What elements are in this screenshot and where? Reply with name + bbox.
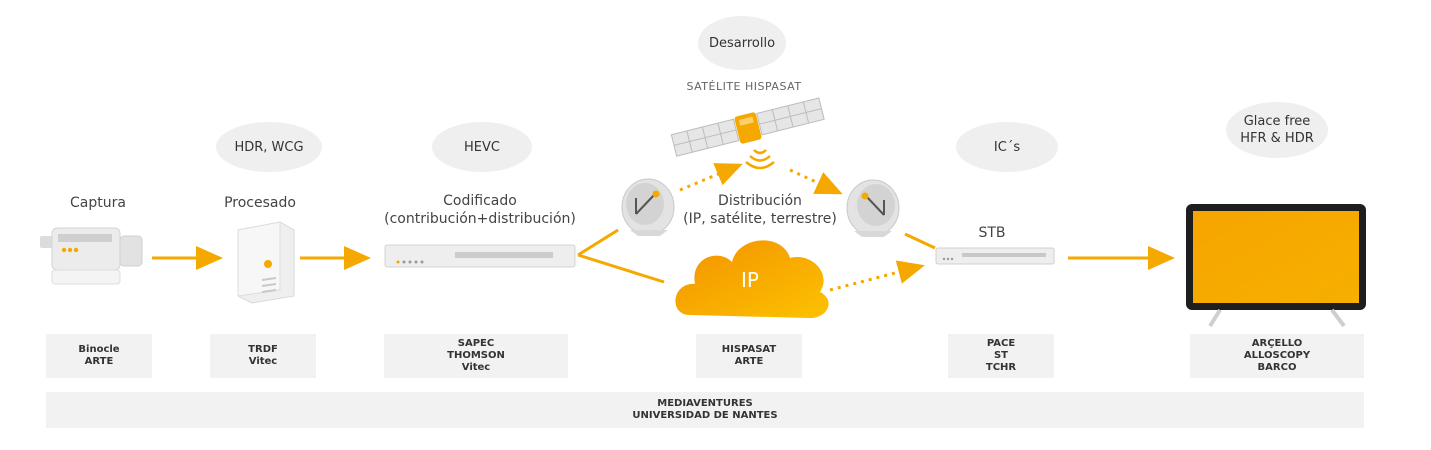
partner-box-procesado: TRDF Vitec bbox=[210, 334, 316, 378]
bubble-hdr-wcg: HDR, WCG bbox=[216, 122, 322, 172]
partner-box-distribucion: HISPASAT ARTE bbox=[696, 334, 802, 378]
encoder-rack-icon bbox=[384, 244, 576, 268]
bubble-desarrollo: Desarrollo bbox=[698, 16, 786, 70]
bubble-glace-free: Glace free HFR & HDR bbox=[1226, 102, 1328, 158]
stage-procesado: Procesado bbox=[224, 195, 296, 211]
link-dish-stb bbox=[904, 232, 936, 250]
signal-waves-icon bbox=[745, 149, 775, 170]
ip-cloud-icon bbox=[675, 240, 829, 318]
partner-box-stb: PACE ST TCHR bbox=[948, 334, 1054, 378]
tv-display-icon bbox=[1186, 204, 1366, 328]
server-icon bbox=[237, 221, 295, 304]
link-encoder-dish bbox=[577, 228, 619, 257]
link-encoder-cloud bbox=[577, 253, 665, 284]
stage-captura: Captura bbox=[70, 195, 126, 211]
dotted-dish-satellite bbox=[679, 163, 743, 192]
cloud-ip-label: IP bbox=[741, 268, 759, 292]
partner-box-captura: Binocle ARTE bbox=[46, 334, 152, 378]
stage-stb: STB bbox=[978, 225, 1006, 241]
footer-bar: MEDIAVENTURES UNIVERSIDAD DE NANTES bbox=[46, 392, 1364, 428]
bubble-ics: IC´s bbox=[956, 122, 1058, 172]
stb-device-icon bbox=[935, 247, 1055, 265]
stage-codificado: Codificado (contribución+distribución) bbox=[384, 193, 576, 227]
camera-icon bbox=[40, 227, 143, 285]
satellite-icon bbox=[670, 97, 825, 157]
partner-box-codificado: SAPEC THOMSON Vitec bbox=[384, 334, 568, 378]
satellite-label: SATÉLITE HISPASAT bbox=[686, 80, 802, 93]
partner-box-display: ARÇELLO ALLOSCOPY BARCO bbox=[1190, 334, 1364, 378]
satellite-dish-icon-2 bbox=[846, 179, 900, 237]
bubble-hevc: HEVC bbox=[432, 122, 532, 172]
satellite-dish-icon bbox=[621, 178, 675, 236]
stage-distribucion: Distribución (IP, satélite, terrestre) bbox=[683, 193, 837, 227]
dotted-satellite-dish bbox=[789, 168, 843, 195]
dotted-cloud-stb bbox=[829, 260, 925, 292]
